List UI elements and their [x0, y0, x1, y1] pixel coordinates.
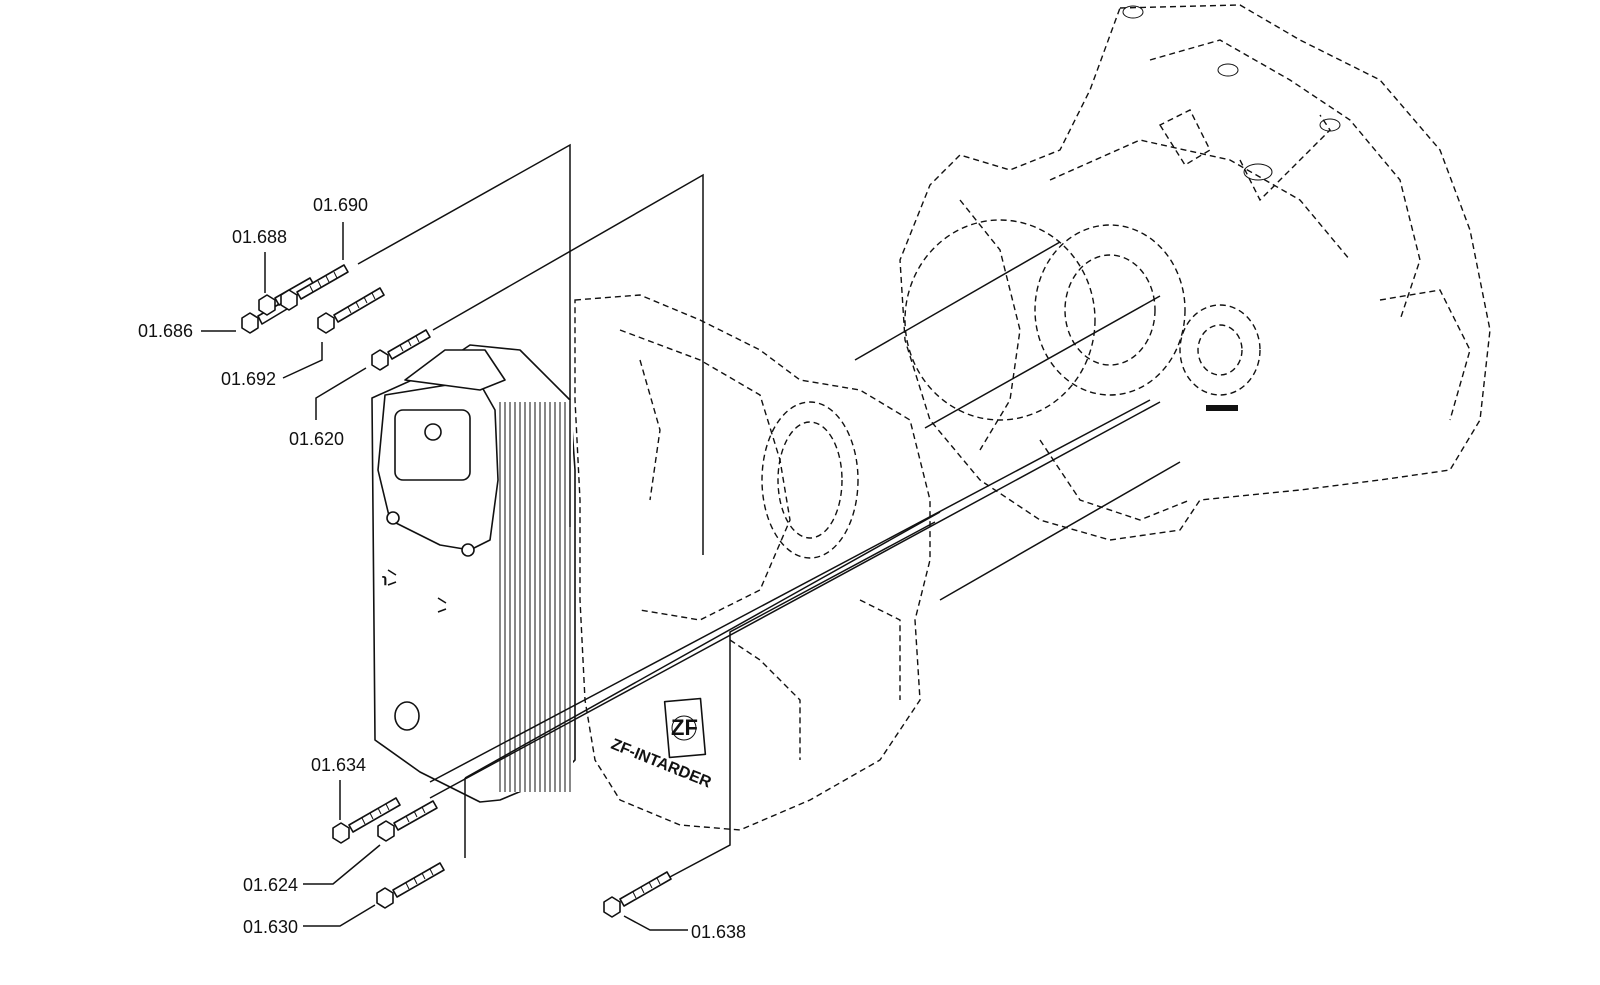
- bolt-01-630: [376, 862, 445, 909]
- part-label-01-638: 01.638: [691, 922, 746, 942]
- svg-text:℩: ℩: [382, 572, 387, 589]
- part-label-01-692: 01.692: [221, 369, 276, 389]
- part-label-01-690: 01.690: [313, 195, 368, 215]
- bolt-01-620: [371, 329, 431, 371]
- bolt-01-690: [280, 264, 349, 311]
- part-labels: 01.686 01.688 01.690 01.692 01.620 01.63…: [138, 195, 746, 942]
- center-lines: [357, 143, 1181, 879]
- intermediate-housing: [574, 294, 931, 831]
- heat-exchanger: ℩: [371, 344, 576, 803]
- callout-leaders: [201, 222, 688, 931]
- part-label-01-688: 01.688: [232, 227, 287, 247]
- bolt-01-634: [332, 797, 401, 844]
- part-label-01-624: 01.624: [243, 875, 298, 895]
- zf-logo: ZF: [663, 697, 707, 759]
- part-label-01-686: 01.686: [138, 321, 193, 341]
- transmission-housing: [899, 4, 1491, 541]
- part-label-01-630: 01.630: [243, 917, 298, 937]
- cooler-fins: [497, 400, 573, 792]
- bolt-01-638: [603, 871, 672, 918]
- zf-logo-text: ZF: [671, 715, 698, 740]
- part-label-01-620: 01.620: [289, 429, 344, 449]
- bolt-01-692: [317, 287, 385, 334]
- part-label-01-634: 01.634: [311, 755, 366, 775]
- bolt-01-624: [377, 800, 438, 842]
